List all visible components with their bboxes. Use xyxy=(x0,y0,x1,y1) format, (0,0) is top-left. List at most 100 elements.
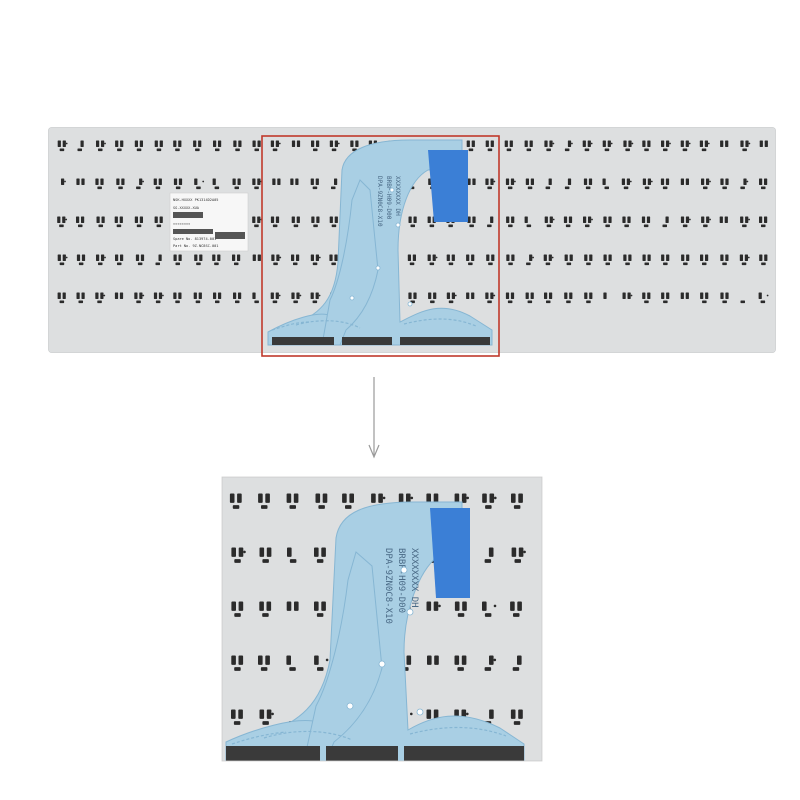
key-hole xyxy=(272,224,278,228)
key-hole xyxy=(628,140,632,147)
key-hole xyxy=(764,254,768,261)
key-hole xyxy=(119,292,124,299)
key-hole xyxy=(237,178,241,185)
key-hole xyxy=(313,148,318,152)
key-hole xyxy=(104,256,106,259)
key-hole xyxy=(761,224,766,228)
key-hole xyxy=(549,292,553,299)
key-hole xyxy=(153,178,157,185)
key-hole xyxy=(527,300,533,304)
key-hole xyxy=(585,186,591,190)
key-hole xyxy=(155,186,161,190)
key-hole xyxy=(545,186,551,190)
key-hole xyxy=(508,262,513,266)
key-hole xyxy=(158,292,163,299)
key-hole xyxy=(114,292,119,299)
key-hole xyxy=(761,186,766,190)
key-hole xyxy=(355,140,359,147)
key-hole xyxy=(81,292,85,299)
key-hole xyxy=(489,709,494,719)
key-hole xyxy=(701,178,705,185)
key-hole xyxy=(214,262,219,266)
key-hole xyxy=(76,292,80,299)
key-hole xyxy=(435,256,438,259)
key-hole xyxy=(526,224,532,228)
key-hole xyxy=(582,140,586,147)
key-hole xyxy=(238,140,242,147)
key-hole xyxy=(98,262,103,266)
key-hole xyxy=(568,216,573,223)
key-hole xyxy=(136,148,142,152)
key-hole xyxy=(98,148,103,152)
key-hole xyxy=(254,148,259,152)
key-hole xyxy=(530,292,534,299)
key-hole xyxy=(312,186,318,190)
key-hole xyxy=(175,148,180,152)
flex-cable-tab xyxy=(430,508,470,598)
key-hole xyxy=(313,224,318,228)
key-hole xyxy=(277,178,281,185)
key-hole xyxy=(706,178,710,185)
key-hole xyxy=(626,178,630,185)
key-hole xyxy=(254,300,259,304)
key-hole xyxy=(604,186,609,190)
key-hole xyxy=(275,216,280,223)
flex-cable-pads xyxy=(346,566,424,716)
key-hole xyxy=(485,292,489,299)
key-hole xyxy=(505,292,510,299)
key-hole xyxy=(294,601,299,611)
key-hole xyxy=(665,216,669,223)
key-hole xyxy=(680,140,684,147)
key-hole xyxy=(610,142,613,145)
key-hole xyxy=(238,601,244,611)
key-hole xyxy=(95,178,99,185)
key-hole xyxy=(742,224,747,228)
key-hole xyxy=(257,216,261,223)
connector-strips xyxy=(226,746,524,761)
key-hole xyxy=(235,300,240,304)
key-hole xyxy=(314,601,319,611)
connector-strips xyxy=(272,337,490,345)
key-hole xyxy=(602,178,606,185)
key-hole xyxy=(318,505,325,509)
key-hole xyxy=(489,493,495,503)
key-hole xyxy=(175,262,180,266)
key-hole xyxy=(704,140,708,147)
key-hole xyxy=(544,216,548,223)
key-hole xyxy=(517,655,522,665)
key-hole xyxy=(64,180,66,183)
key-hole xyxy=(317,667,324,671)
key-hole xyxy=(759,140,763,147)
key-hole xyxy=(643,224,649,228)
key-hole xyxy=(140,254,145,261)
key-hole xyxy=(59,148,65,152)
key-hole xyxy=(680,216,685,223)
key-hole xyxy=(234,667,241,671)
key-hole xyxy=(59,262,65,266)
key-hole xyxy=(513,505,521,509)
key-hole xyxy=(689,218,691,221)
key-hole xyxy=(484,667,492,671)
key-hole xyxy=(117,262,122,266)
key-hole xyxy=(563,216,568,223)
key-hole xyxy=(254,224,259,228)
key-hole xyxy=(238,292,242,299)
key-hole xyxy=(524,216,528,223)
key-hole xyxy=(434,655,439,665)
key-hole xyxy=(662,224,667,228)
svg-text:Spare No. 813974-001: Spare No. 813974-001 xyxy=(173,237,216,241)
key-hole xyxy=(644,300,649,304)
key-hole xyxy=(552,142,555,145)
key-hole xyxy=(432,254,436,261)
key-hole xyxy=(461,655,467,665)
key-hole xyxy=(660,178,665,185)
key-hole xyxy=(625,148,630,152)
key-hole xyxy=(663,300,668,304)
key-hole xyxy=(544,292,548,299)
key-hole xyxy=(764,178,768,185)
key-hole xyxy=(80,140,84,147)
key-hole xyxy=(680,292,684,299)
key-hole xyxy=(413,216,417,223)
key-hole xyxy=(173,140,177,147)
